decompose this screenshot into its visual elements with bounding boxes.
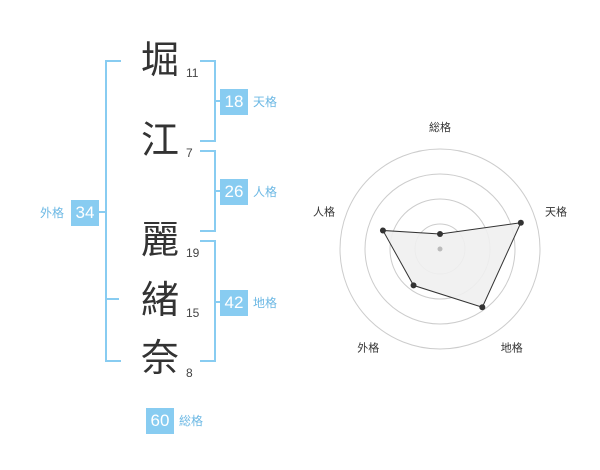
radar-axis-label: 人格 [313, 204, 335, 218]
radar-axis-label: 地格 [501, 341, 523, 355]
stroke-count-3: 19 [186, 246, 200, 260]
jinkaku-connector [214, 190, 222, 192]
radar-axis-label: 天格 [545, 204, 567, 218]
soukaku-badge: 60 [146, 408, 174, 434]
jinkaku-badge: 26 [220, 179, 248, 205]
chikaku-label: 地格 [253, 296, 278, 310]
soukaku-label: 総格 [179, 414, 204, 428]
stroke-count-4: 15 [186, 306, 200, 320]
jinkaku-label: 人格 [253, 185, 278, 199]
gaikaku-badge: 34 [71, 200, 99, 226]
stroke-count-1: 11 [186, 66, 199, 80]
gaikaku-bracket-tick [105, 298, 119, 300]
tenkaku-label: 天格 [253, 95, 278, 109]
radar-point [379, 227, 386, 234]
radar-point [437, 231, 443, 237]
chikaku-badge: 42 [220, 290, 248, 316]
radar-center [437, 246, 443, 252]
radar-point [410, 282, 417, 289]
radar-axis-label: 総格 [429, 120, 451, 134]
name-char-1: 堀 [140, 38, 179, 82]
gaikaku-connector [97, 211, 107, 213]
radar-point [517, 219, 524, 226]
radar-point [479, 304, 486, 311]
chikaku-connector [214, 301, 222, 303]
tenkaku-connector [214, 100, 222, 102]
gaikaku-label: 外格 [40, 206, 65, 220]
name-char-3: 麗 [140, 218, 179, 262]
stroke-count-2: 7 [186, 146, 193, 160]
name-char-5: 奈 [140, 336, 179, 380]
radar-area [382, 222, 522, 308]
radar-axis-label: 外格 [357, 341, 379, 355]
name-char-4: 緒 [140, 278, 179, 322]
stroke-count-5: 8 [186, 366, 193, 380]
radar-ring [364, 173, 516, 325]
radar-ring [339, 148, 541, 350]
tenkaku-badge: 18 [220, 89, 248, 115]
name-char-2: 江 [140, 118, 179, 162]
